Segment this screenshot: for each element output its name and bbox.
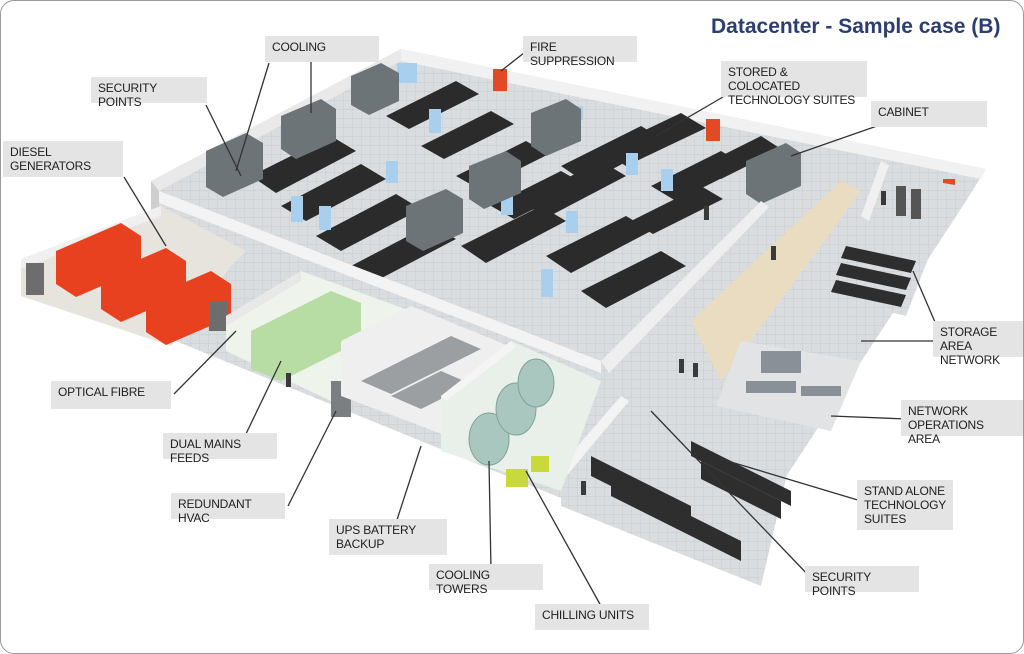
diesel-generators <box>56 223 231 345</box>
label-stand-alone-technology-suites: STAND ALONE TECHNOLOGY SUITES <box>857 480 953 530</box>
label-cooling: COOLING <box>265 36 379 62</box>
label-cabinet: CABINET <box>871 101 987 127</box>
small-room-racks <box>896 186 921 219</box>
partition-wall <box>601 201 769 373</box>
label-cooling-towers: COOLING TOWERS <box>429 564 543 596</box>
cooling-room-wall <box>441 341 516 401</box>
stand-alone-racks <box>591 441 791 561</box>
label-security-points-bottom: SECURITY POINTS <box>805 566 919 598</box>
partition-wall <box>159 191 601 373</box>
label-storage-area-network: STORAGE AREA NETWORK <box>933 321 1023 367</box>
stand-alone-wall <box>556 396 629 479</box>
label-redundant-hvac: REDUNDANT HVAC <box>171 493 285 525</box>
label-diesel-generators: DIESEL GENERATORS <box>3 141 123 177</box>
cooling-tower-tanks <box>468 358 555 466</box>
corridor <box>691 181 861 381</box>
label-chilling-units: CHILLING UNITS <box>535 604 649 630</box>
people <box>286 191 886 495</box>
label-fire-suppression: FIRE SUPPRESSION <box>523 36 637 68</box>
storage-racks <box>831 246 916 307</box>
generator-panels <box>26 263 227 331</box>
cooling-cabinets <box>206 63 801 251</box>
room-walls-right <box>861 161 889 221</box>
electrical-room-wall <box>226 271 301 326</box>
label-security-points-top: SECURITY POINTS <box>91 77 207 109</box>
chilling-unit-equipment <box>506 456 549 487</box>
noc-desks <box>746 351 841 396</box>
label-dual-mains-feeds: DUAL MAINS FEEDS <box>163 433 277 465</box>
page-title: Datacenter - Sample case (B) <box>711 15 1001 38</box>
label-stored-colocated-suites: STORED & COLOCATED TECHNOLOGY SUITES <box>721 61 867 107</box>
label-network-operations-area: NETWORK OPERATIONS AREA <box>901 400 1023 446</box>
label-ups-battery-backup: UPS BATTERY BACKUP <box>329 519 447 555</box>
ups-batteries <box>361 336 481 409</box>
leader-lines <box>123 48 942 607</box>
label-optical-fibre: OPTICAL FIBRE <box>51 381 171 409</box>
